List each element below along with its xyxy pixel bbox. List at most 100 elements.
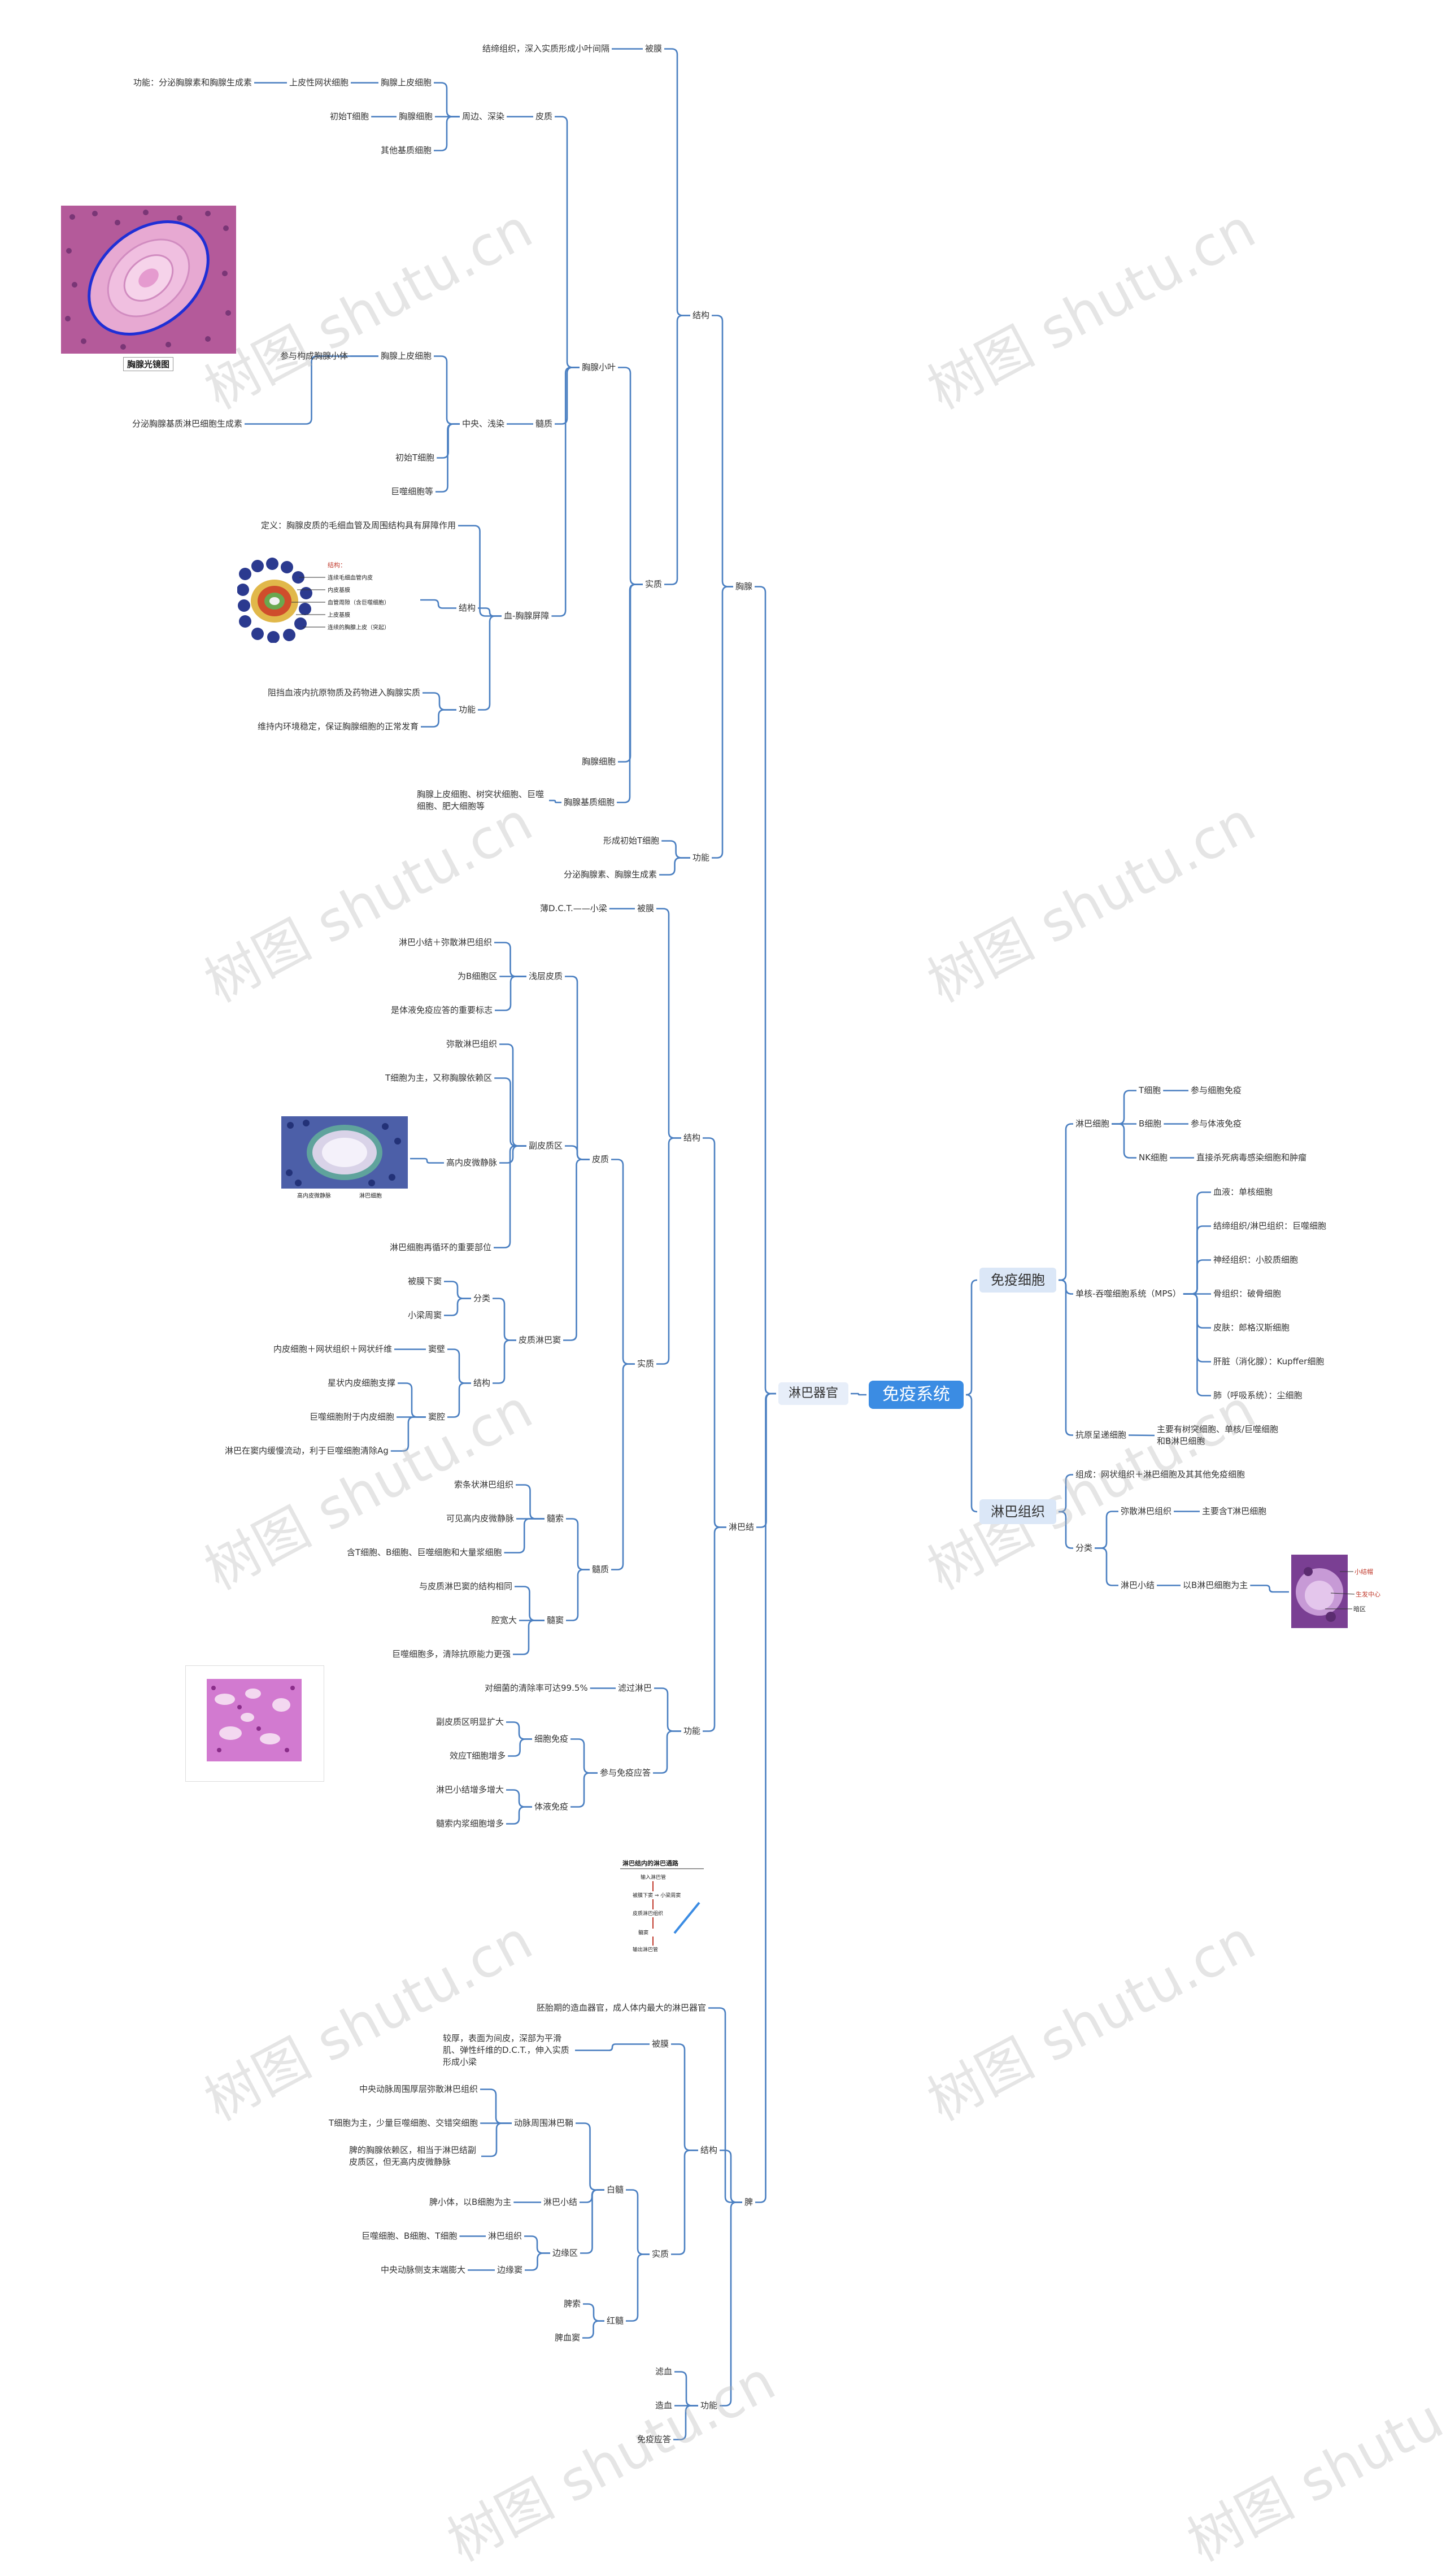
node-barrier-function-2[interactable]: 维持内环境稳定，保证胸腺细胞的正常发育 [258, 721, 419, 732]
node-thymus-function-1[interactable]: 形成初始T细胞 [603, 836, 660, 846]
node-msinus-1[interactable]: 与皮质淋巴窦的结构相同 [419, 1581, 513, 1591]
node-paracortex-1[interactable]: 弥散淋巴组织 [446, 1039, 498, 1049]
node-sinus-wall-desc[interactable]: 内皮细胞＋网状组织＋网状纤维 [273, 1344, 393, 1354]
node-t-cell-function[interactable]: 参与细胞免疫 [1191, 1085, 1242, 1095]
topic-lymphoid-organs[interactable]: 淋巴器官 [778, 1382, 849, 1405]
node-sinus-class[interactable]: 分类 [473, 1293, 491, 1303]
node-cellular-immunity[interactable]: 细胞免疫 [534, 1734, 569, 1744]
node-ln-capsule-desc[interactable]: 薄D.C.T.——小梁 [540, 903, 607, 913]
node-thymocyte-desc[interactable]: 初始T细胞 [330, 111, 369, 121]
node-barrier-definition[interactable]: 定义：胸腺皮质的毛细血管及周围结构具有屏障作用 [261, 520, 456, 530]
node-barrier-function-1[interactable]: 阻挡血液内抗原物质及药物进入胸腺实质 [268, 687, 421, 698]
node-blood-thymus-barrier[interactable]: 血-胸腺屏障 [504, 611, 550, 621]
node-spleen-desc[interactable]: 胚胎期的造血器官，成人体内最大的淋巴器官 [537, 2003, 707, 2013]
node-cord-1[interactable]: 索条状淋巴组织 [454, 1480, 514, 1490]
node-spleen-function[interactable]: 功能 [700, 2400, 718, 2410]
node-ln-immune[interactable]: 参与免疫应答 [600, 1768, 651, 1778]
node-other-stroma[interactable]: 其他基质细胞 [381, 145, 432, 155]
node-medullary-sinus[interactable]: 髓窦 [547, 1615, 564, 1625]
node-thymocytes[interactable]: 胸腺细胞 [582, 756, 616, 767]
node-barrier-function[interactable]: 功能 [459, 704, 476, 715]
root-node[interactable]: 免疫系统 [869, 1381, 964, 1409]
node-lumen-1[interactable]: 星状内皮细胞支撑 [328, 1378, 396, 1388]
node-medullary-cord[interactable]: 髓索 [547, 1513, 564, 1524]
node-stroma-desc[interactable]: 胸腺上皮细胞、树突状细胞、巨噬细胞、肥大细胞等 [417, 789, 545, 811]
node-thymus-lobule[interactable]: 胸腺小叶 [582, 362, 616, 372]
node-sinus-structure[interactable]: 结构 [473, 1378, 491, 1388]
node-ln-function[interactable]: 功能 [683, 1726, 701, 1736]
node-b-cell[interactable]: B细胞 [1139, 1119, 1162, 1129]
node-ln-capsule[interactable]: 被膜 [637, 903, 655, 913]
node-sinus-class-2[interactable]: 小梁周窦 [408, 1310, 442, 1320]
node-splenic-sinus[interactable]: 脾血窦 [555, 2333, 581, 2343]
node-cord-3[interactable]: 含T细胞、B细胞、巨噬细胞和大量浆细胞 [347, 1547, 502, 1557]
node-medulla-epithelial[interactable]: 胸腺上皮细胞 [381, 351, 432, 361]
node-mps[interactable]: 单核-吞噬细胞系统（MPS） [1075, 1289, 1181, 1299]
node-thymus-capsule-desc[interactable]: 结缔组织，深入实质形成小叶间隔 [482, 43, 610, 54]
node-ln-cortex[interactable]: 皮质 [592, 1154, 609, 1164]
node-superficial-3[interactable]: 是体液免疫应答的重要标志 [391, 1005, 493, 1015]
node-thymus-function-2[interactable]: 分泌胸腺素、胸腺生成素 [564, 869, 657, 880]
node-mps-item[interactable]: 骨组织：破骨细胞 [1213, 1289, 1282, 1299]
node-red-pulp[interactable]: 红髓 [607, 2316, 624, 2326]
node-lt-diffuse[interactable]: 弥散淋巴组织 [1121, 1506, 1172, 1516]
node-epithelial-type[interactable]: 上皮性网状细胞 [289, 77, 349, 88]
node-marginal-sinus-desc[interactable]: 中央动脉侧支末端膨大 [381, 2265, 466, 2275]
node-sinus-lumen[interactable]: 窦腔 [428, 1412, 446, 1422]
node-sinus-class-1[interactable]: 被膜下窦 [408, 1276, 442, 1286]
node-splenic-cord[interactable]: 脾索 [564, 2299, 581, 2309]
node-pals[interactable]: 动脉周围淋巴鞘 [514, 2118, 574, 2128]
node-marginal-zone[interactable]: 边缘区 [552, 2248, 578, 2258]
node-lumen-3[interactable]: 淋巴在窦内缓慢流动，利于巨噬细胞清除Ag [225, 1446, 389, 1456]
node-medulla-naive-t[interactable]: 初始T细胞 [395, 452, 435, 463]
node-spleen-parenchyma[interactable]: 实质 [652, 2249, 669, 2259]
node-lt-nodule[interactable]: 淋巴小结 [1121, 1580, 1155, 1590]
node-superficial-2[interactable]: 为B细胞区 [458, 971, 498, 981]
node-apc[interactable]: 抗原呈递细胞 [1075, 1430, 1127, 1440]
node-pals-3[interactable]: 脾的胸腺依赖区，相当于淋巴结副皮质区，但无高内皮微静脉 [349, 2145, 477, 2167]
node-ln-filter-desc[interactable]: 对细菌的清除率可达99.5% [485, 1683, 588, 1693]
topic-immune-cells[interactable]: 免疫细胞 [979, 1268, 1056, 1293]
node-marginal-tissue[interactable]: 淋巴组织 [488, 2231, 522, 2241]
node-paracortex-hev[interactable]: 高内皮微静脉 [446, 1158, 498, 1168]
node-spleen-function-1[interactable]: 滤血 [655, 2366, 673, 2377]
node-nk-cell-function[interactable]: 直接杀死病毒感染细胞和肿瘤 [1196, 1152, 1307, 1163]
node-splenic-nodule-desc[interactable]: 脾小体，以B细胞为主 [429, 2197, 512, 2207]
node-lt-composition[interactable]: 组成：网状组织＋淋巴细胞及其其他免疫细胞 [1075, 1469, 1245, 1480]
node-spleen-function-2[interactable]: 造血 [655, 2400, 673, 2410]
node-mps-item[interactable]: 肺（呼吸系统）：尘细胞 [1213, 1390, 1303, 1400]
node-white-pulp[interactable]: 白髓 [607, 2185, 624, 2195]
node-mps-item[interactable]: 血液：单核细胞 [1213, 1187, 1273, 1197]
node-mps-item[interactable]: 皮肤：郎格汉斯细胞 [1213, 1322, 1290, 1333]
node-msinus-2[interactable]: 腔宽大 [491, 1615, 517, 1625]
node-thymus-structure[interactable]: 结构 [692, 310, 710, 320]
node-medulla-epithelial-1[interactable]: 参与构成胸腺小体 [280, 351, 349, 361]
node-superficial-1[interactable]: 淋巴小结＋弥散淋巴组织 [399, 937, 493, 947]
node-thymic-epithelial[interactable]: 胸腺上皮细胞 [381, 77, 432, 88]
node-pals-2[interactable]: T细胞为主，少量巨噬细胞、交错突细胞 [329, 2118, 478, 2128]
node-t-cell[interactable]: T细胞 [1139, 1085, 1161, 1095]
node-splenic-nodule[interactable]: 淋巴小结 [543, 2197, 578, 2207]
node-barrier-structure[interactable]: 结构 [459, 603, 476, 613]
node-cortex-feature[interactable]: 周边、深染 [462, 111, 505, 121]
node-mps-item[interactable]: 肝脏（消化腺）：Kupffer细胞 [1213, 1356, 1325, 1367]
node-thymic-stroma[interactable]: 胸腺基质细胞 [564, 797, 615, 807]
node-marginal-tissue-desc[interactable]: 巨噬细胞、B细胞、T细胞 [362, 2231, 458, 2241]
node-spleen-function-3[interactable]: 免疫应答 [637, 2434, 672, 2444]
node-cellular-1[interactable]: 副皮质区明显扩大 [436, 1717, 504, 1727]
node-lt-nodule-desc[interactable]: 以B淋巴细胞为主 [1183, 1580, 1248, 1590]
node-b-cell-function[interactable]: 参与体液免疫 [1191, 1119, 1242, 1129]
node-lt-class[interactable]: 分类 [1075, 1543, 1093, 1553]
node-nk-cell[interactable]: NK细胞 [1139, 1152, 1168, 1163]
node-spleen-structure[interactable]: 结构 [700, 2145, 718, 2155]
node-spleen-capsule[interactable]: 被膜 [652, 2039, 669, 2049]
node-cord-2[interactable]: 可见高内皮微静脉 [446, 1513, 515, 1524]
node-ln-superficial-cortex[interactable]: 浅层皮质 [529, 971, 563, 981]
node-apc-desc[interactable]: 主要有树突细胞、单核/巨噬细胞和B淋巴细胞 [1157, 1424, 1279, 1446]
node-mps-item[interactable]: 结缔组织/淋巴组织：巨噬细胞 [1213, 1221, 1327, 1231]
node-spleen[interactable]: 脾 [744, 2197, 754, 2207]
node-spleen-capsule-desc[interactable]: 较厚，表面为间皮，深部为平滑肌、弹性纤维的D.C.T.，伸入实质形成小梁 [443, 2033, 569, 2067]
node-msinus-3[interactable]: 巨噬细胞多，清除抗原能力更强 [392, 1649, 511, 1659]
node-mps-item[interactable]: 神经组织：小胶质细胞 [1213, 1255, 1299, 1265]
node-sinus-wall[interactable]: 窦壁 [428, 1344, 446, 1354]
